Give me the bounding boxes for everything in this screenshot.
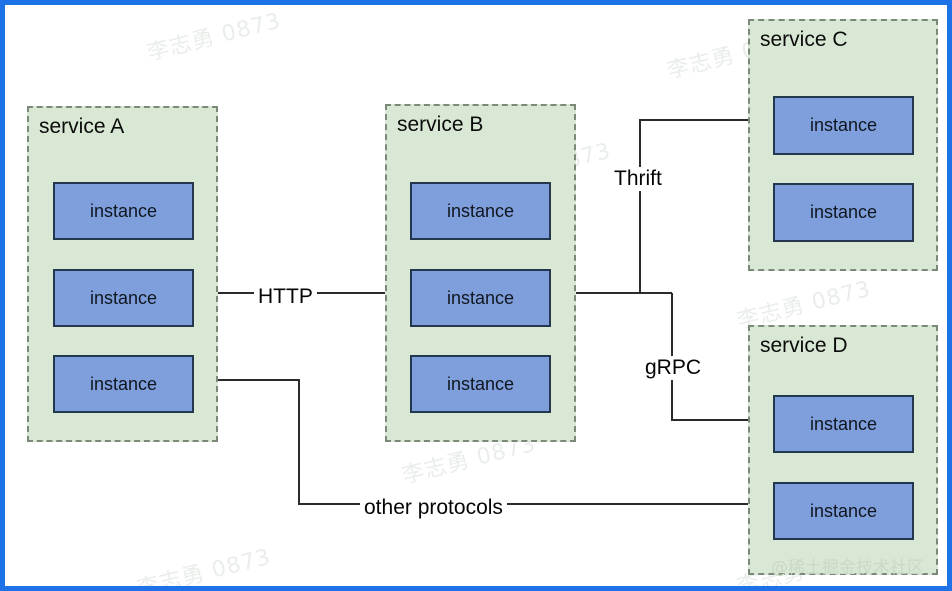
instance-box[interactable]: instance [53,355,194,413]
service-title: service A [39,115,125,138]
edge-label-http: HTTP [254,285,317,309]
instance-box[interactable]: instance [53,182,194,240]
service-title: service B [397,113,484,136]
instance-box[interactable]: instance [53,269,194,327]
edge-label-thrift: Thrift [610,167,666,191]
instance-box[interactable]: instance [773,395,914,453]
edge-label-other-protocols: other protocols [360,496,507,520]
instance-box[interactable]: instance [773,482,914,540]
edge-label-grpc: gRPC [641,356,706,380]
service-title: service C [760,28,848,51]
instance-box[interactable]: instance [410,355,551,413]
background-watermark: 李志勇 0873 [144,8,284,67]
instance-box[interactable]: instance [410,269,551,327]
instance-box[interactable]: instance [773,96,914,155]
background-watermark: 李志勇 0873 [134,544,274,586]
service-title: service D [760,334,848,357]
instance-box[interactable]: instance [773,183,914,242]
instance-box[interactable]: instance [410,182,551,240]
